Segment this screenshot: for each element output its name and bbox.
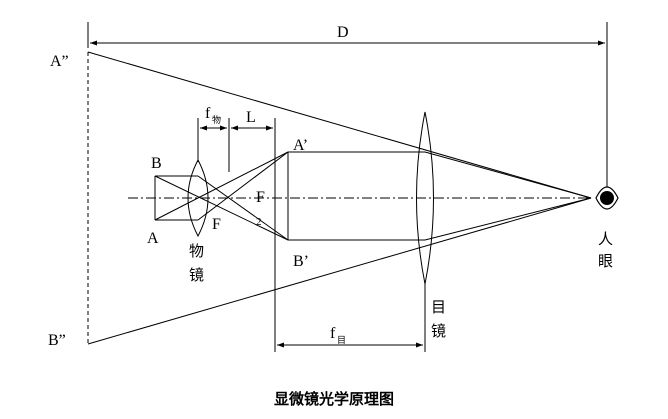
label-d: D: [337, 24, 349, 41]
label-b-prime: B’: [293, 253, 309, 270]
label-eyepiece-char2: 镜: [431, 322, 447, 340]
label-objective-char1: 物: [189, 242, 205, 260]
ray-a-refracted: [197, 175, 289, 241]
label-eyepiece-char1: 目: [431, 298, 447, 316]
label-f-objective: f: [205, 105, 211, 122]
label-eye-char1: 人: [598, 230, 614, 248]
label-f-eyepiece-subscript: 目: [337, 336, 347, 346]
eye-icon: [595, 186, 619, 210]
ray-b-refracted: [197, 151, 289, 221]
label-b: B: [151, 155, 162, 172]
ray-eyepiece-bottom-to-eye: [424, 197, 592, 241]
diagram-caption: 显微镜光学原理图: [273, 390, 394, 408]
ray-eye-to-a-double-prime: [87, 51, 592, 199]
ray-b-diagonal: [154, 175, 289, 241]
label-a-prime: A’: [293, 137, 309, 154]
label-subscript-2: 2: [256, 216, 262, 228]
label-a-double-prime: A”: [50, 53, 69, 70]
label-eye-char2: 眼: [598, 252, 614, 270]
label-a: A: [147, 230, 159, 247]
label-b-double-prime: B”: [48, 332, 66, 349]
label-f-eyepiece: f: [330, 325, 336, 342]
label-focus-f2: F: [256, 189, 265, 206]
label-l: L: [246, 109, 256, 126]
label-f-objective-subscript: 物: [212, 116, 222, 126]
objective-lens: [187, 158, 209, 238]
ray-eyepiece-top-to-eye: [424, 151, 592, 199]
ray-eye-to-b-double-prime: [87, 197, 592, 345]
ray-a-diagonal: [154, 151, 289, 221]
label-focus-f-objective: F: [212, 216, 221, 233]
label-objective-char2: 镜: [189, 266, 205, 284]
